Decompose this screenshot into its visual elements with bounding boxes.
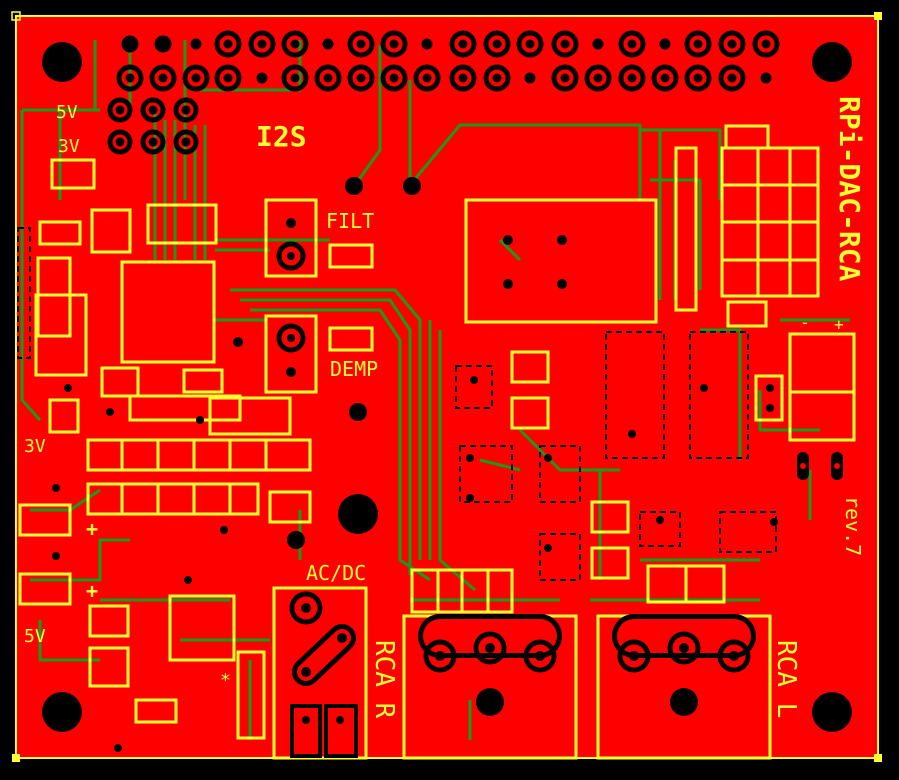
5v-top-label: 5V	[56, 102, 78, 123]
rca-r-label: RCA R	[369, 640, 399, 719]
rca-l-jack[interactable]	[612, 614, 756, 716]
3v-mid-label: 3V	[24, 436, 46, 457]
3v-top-label: 3V	[58, 136, 80, 157]
rca-l-label: RCA L	[771, 640, 801, 718]
plus-sign-b: +	[86, 579, 98, 603]
acdc-label: AC/DC	[306, 561, 366, 585]
silkscreen-text: I2S 5V 3V 3V 5V FILT DEMP AC/DC + + * - …	[24, 96, 866, 719]
filt-label: FILT	[326, 209, 374, 233]
plus-label: +	[834, 315, 844, 334]
corner-marker	[874, 754, 882, 762]
gpio-header[interactable]	[116, 30, 780, 92]
corner-marker	[11, 11, 21, 21]
revision-label: rev.7	[841, 496, 865, 556]
mounting-holes	[42, 42, 852, 732]
power-connector-pins[interactable]	[797, 452, 843, 480]
i2s-label: I2S	[256, 120, 307, 153]
smd-pads	[17, 227, 777, 581]
5v-bottom-label: 5V	[24, 626, 46, 647]
corner-marker	[874, 12, 882, 20]
plus-sign-a: +	[86, 517, 98, 541]
board-title: RPi-DAC-RCA	[833, 96, 866, 282]
star-marker: *	[220, 670, 231, 691]
demp-label: DEMP	[330, 357, 378, 381]
silkscreen-outlines	[18, 124, 856, 760]
minus-label: -	[800, 313, 810, 332]
acdc-jumper[interactable]	[289, 591, 358, 758]
rca-r-jack[interactable]	[418, 614, 562, 716]
corner-marker	[12, 754, 20, 762]
module-holes	[503, 235, 567, 289]
jumper-holes[interactable]	[276, 218, 306, 377]
vias	[52, 177, 778, 752]
power-jumper-header[interactable]	[107, 97, 199, 155]
